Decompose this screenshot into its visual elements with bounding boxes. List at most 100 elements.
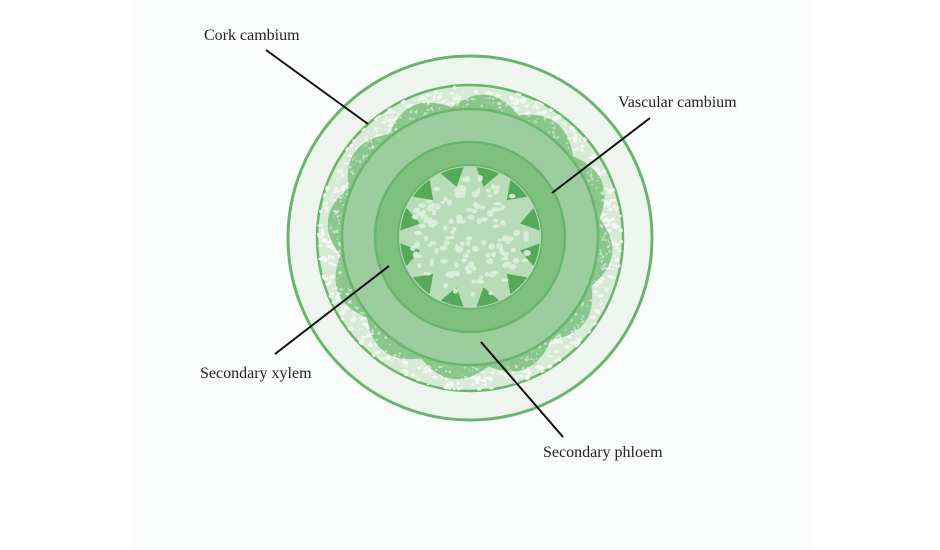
xylem-patches — [400, 167, 540, 307]
xylem-patch — [476, 287, 500, 307]
cortex-cell — [389, 119, 395, 123]
cortex-cell — [385, 356, 391, 361]
pith-cell — [488, 291, 494, 296]
pith-cell — [471, 265, 477, 271]
pith-cell — [501, 278, 509, 282]
cortex-cell — [317, 232, 320, 236]
cortex-cell — [598, 302, 605, 306]
cortex-cell — [433, 90, 438, 95]
cortex-cell — [322, 202, 327, 206]
cortex-cell — [491, 371, 495, 375]
pith-cell — [413, 241, 420, 248]
cortex-cell — [351, 319, 356, 323]
cortex-cell — [615, 257, 620, 262]
cortex-cell — [328, 279, 333, 285]
pith-cell — [456, 217, 464, 224]
cortex-cell — [349, 144, 354, 148]
cortex-cell — [520, 97, 527, 102]
pith-cell — [431, 209, 437, 216]
cortex-cell — [404, 361, 408, 366]
cortex-cell — [576, 337, 582, 342]
pith-cell — [490, 183, 496, 190]
cortex-cell — [324, 257, 330, 261]
pith-cell — [510, 247, 516, 253]
pith-cell — [443, 283, 448, 289]
secondary-xylem-leader — [274, 265, 390, 355]
cortex-cell — [385, 111, 390, 115]
cortex-cell — [452, 85, 457, 90]
cortex-cell — [320, 274, 327, 278]
secondary-xylem-label: Secondary xylem — [200, 365, 312, 382]
xylem-patch — [506, 273, 528, 295]
pith-cell — [466, 249, 471, 254]
pith-cell — [479, 205, 486, 210]
cortex-cell — [328, 262, 334, 265]
cork-cambium-leader — [265, 49, 369, 125]
pith-cell — [468, 261, 474, 268]
pith-cell — [449, 230, 455, 235]
cortex-cell — [449, 91, 455, 95]
cortex-cell — [454, 95, 462, 101]
pith-cell — [484, 272, 491, 277]
pith-cell — [476, 218, 482, 225]
cortex-cell — [477, 387, 482, 391]
cortex-cell — [618, 228, 623, 233]
cortex-cell — [483, 383, 487, 387]
pith-cell — [487, 194, 493, 198]
cortex-cell — [592, 283, 597, 287]
pith-cell — [478, 275, 484, 279]
cortex-cell — [404, 373, 408, 377]
cortex-cell — [319, 209, 323, 213]
pith-cell — [501, 256, 509, 261]
pith-cell — [462, 253, 469, 258]
pith-cell — [470, 208, 478, 214]
cortex-cell — [576, 340, 581, 346]
cortex-cell — [546, 364, 553, 369]
pith-cell — [418, 223, 426, 229]
cortex-cell — [612, 198, 617, 202]
cortex-cell — [325, 283, 331, 286]
pith-cell — [486, 258, 494, 265]
cortex-cell — [513, 97, 519, 101]
cortex-cell — [601, 306, 605, 310]
cortex-cell — [619, 240, 623, 244]
pith-cell — [455, 270, 460, 277]
cortex-cell — [575, 147, 580, 150]
cortex-cell — [571, 129, 576, 134]
cortex-cell — [555, 114, 562, 119]
pith-cell — [492, 218, 498, 223]
pith-cell — [467, 214, 475, 220]
pith-cell — [485, 188, 492, 193]
pith-cell — [465, 240, 471, 247]
pith-cell — [433, 203, 441, 210]
cortex-cell — [608, 191, 612, 195]
pith-cell — [458, 191, 466, 198]
cortex-cell — [471, 383, 475, 386]
pith-cell — [471, 291, 475, 297]
pith-cell — [418, 203, 426, 208]
xylem-patch — [400, 207, 420, 231]
cortex-cell — [489, 386, 494, 390]
pith-cell — [480, 217, 489, 222]
pith-cell — [445, 271, 453, 278]
pith-cell — [413, 207, 420, 214]
cortex-cell — [606, 274, 614, 278]
xylem-patch — [412, 179, 434, 201]
pith-cell — [440, 200, 446, 204]
pith-cell — [481, 239, 487, 246]
cortex-cell — [345, 147, 350, 152]
cortex-cell — [605, 223, 611, 227]
cortex-cell — [411, 373, 416, 378]
cortex-cell — [444, 386, 451, 390]
cortex-cell — [518, 374, 523, 379]
cortex-cell — [417, 367, 422, 370]
cortex-cell — [553, 359, 558, 363]
pith-cell — [432, 186, 441, 192]
cortex-cell — [617, 249, 622, 252]
vascular-cambium-leader — [551, 117, 651, 194]
cortex-cell — [580, 148, 584, 152]
pith-cell — [428, 204, 434, 209]
pith-cell — [493, 201, 502, 206]
pith-cell — [523, 231, 529, 237]
cortex-cell — [525, 110, 531, 115]
